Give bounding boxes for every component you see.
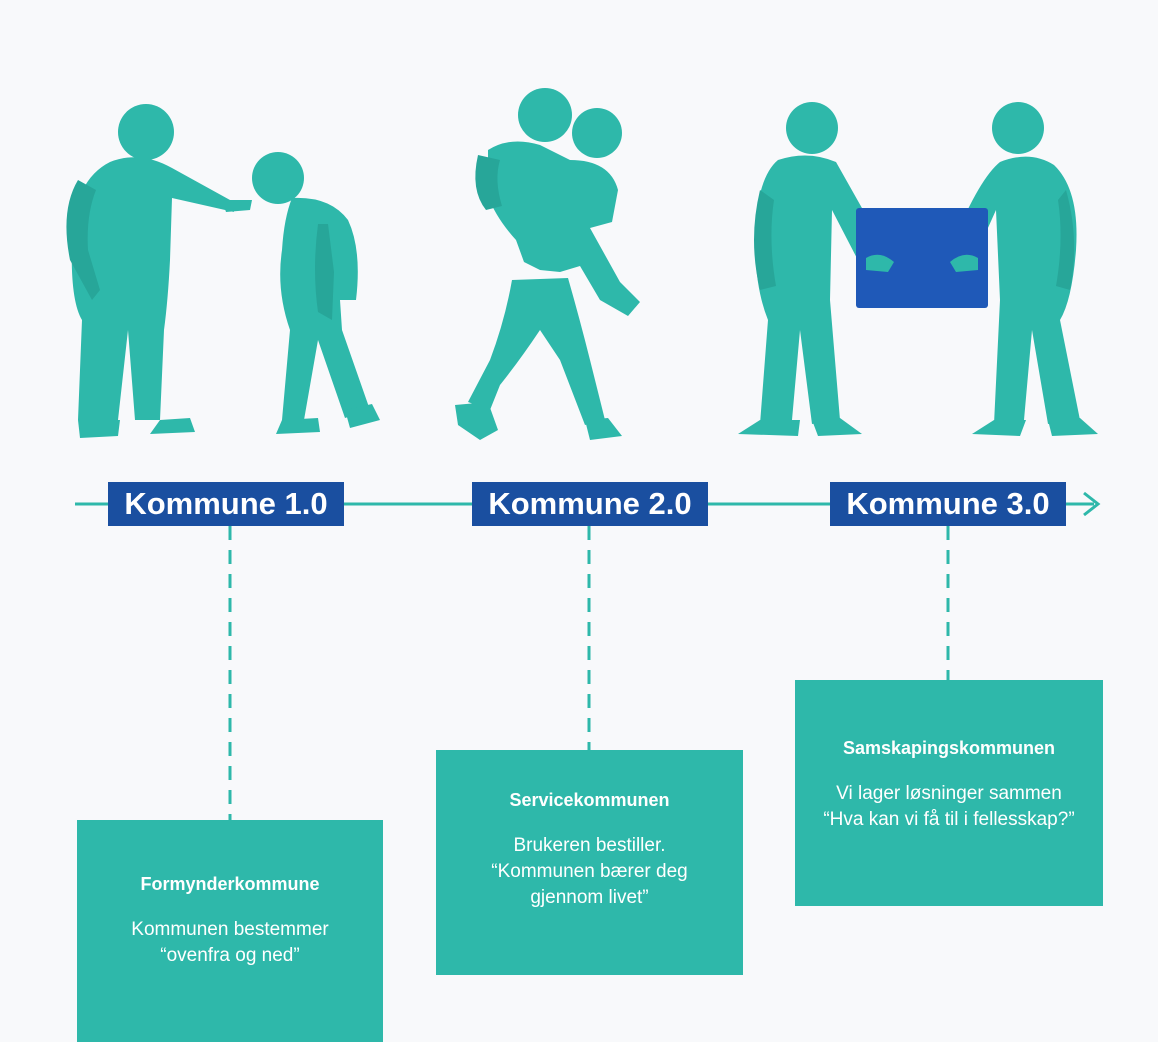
stage-label-2: Kommune 2.0 [472,482,708,526]
stage-card-3: Samskapingskommunen Vi lager løsninger s… [795,680,1103,906]
card-text-line: Vi lager løsninger sammen [836,783,1062,804]
card-title: Samskapingskommunen [842,738,1056,758]
card-text-line: “Kommunen bærer deg [491,861,688,882]
stage-card-1: Formynderkommune Kommunen bestemmer “ove… [77,820,383,1042]
card-title: Servicekommunen [509,790,670,810]
card-text-line: gjennom livet” [530,887,649,908]
piggyback-people-icon [455,88,640,440]
stage-card-2: Servicekommunen Brukeren bestiller. “Kom… [436,750,743,975]
card-text-line: Kommunen bestemmer [131,919,329,940]
box-icon [856,208,988,308]
card-text-line: “ovenfra og ned” [160,945,300,966]
cooperating-people-icon [738,102,1098,436]
card-title: Formynderkommune [140,874,320,894]
stage-label-1: Kommune 1.0 [108,482,344,526]
arrow-right-icon [1083,491,1101,517]
stage-label-3: Kommune 3.0 [830,482,1066,526]
bowed-person-icon [252,152,380,434]
pointing-person-icon [66,104,252,438]
illustration [66,88,1098,440]
card-text-line: Brukeren bestiller. [513,835,666,856]
card-text-line: “Hva kan vi få til i fellesskap?” [823,809,1075,830]
